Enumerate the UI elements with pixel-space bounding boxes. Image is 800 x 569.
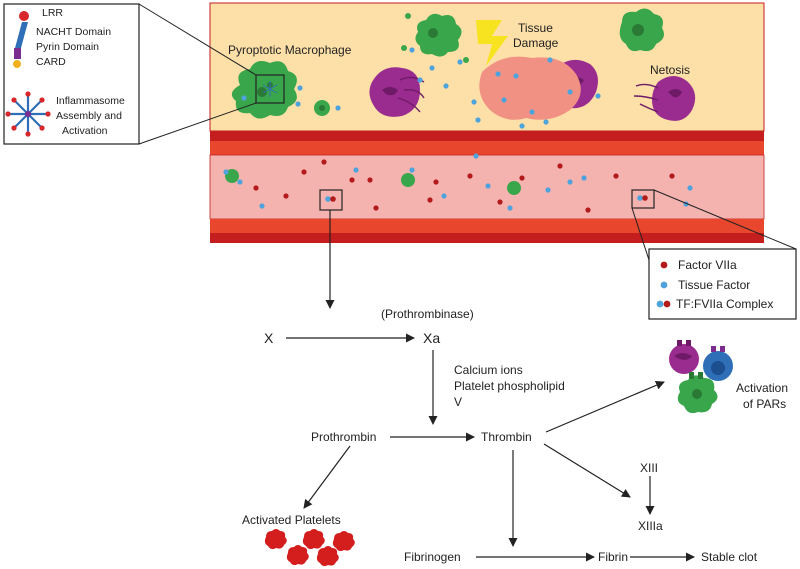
tissue-damage-label-line2: Damage <box>513 36 559 50</box>
label-stable-clot: Stable clot <box>701 550 758 564</box>
pathway-arrows <box>286 210 695 562</box>
legend-nacht: NACHT Domain <box>36 26 111 38</box>
legend-tissue-factor: Tissue Factor <box>678 278 750 292</box>
label-activated-platelets: Activated Platelets <box>242 513 341 527</box>
tissue-panel: Pyroptotic Macrophage <box>209 2 765 243</box>
label-xiii: XIII <box>640 461 658 475</box>
par-cell-blue <box>703 346 733 381</box>
label-xiiia: XIIIa <box>638 519 663 533</box>
label-fibrinogen: Fibrinogen <box>404 550 461 564</box>
inflammasome-legend: LRR NACHT Domain Pyrin Domain CARD Infla… <box>3 3 140 145</box>
complex-swatch-tf <box>656 300 664 308</box>
legend-pyrin: Pyrin Domain <box>36 41 99 53</box>
label-xa: Xa <box>423 330 440 346</box>
label-prothrombinase: (Prothrombinase) <box>381 307 474 321</box>
arrow-prothrombin-to-platelets <box>303 445 351 509</box>
label-pars-line2: of PARs <box>743 397 786 411</box>
label-prothrombin: Prothrombin <box>311 430 376 444</box>
pyroptotic-label: Pyroptotic Macrophage <box>228 43 352 57</box>
par-cells-icon <box>669 340 733 414</box>
arrow-thrombin-to-pars <box>545 380 665 433</box>
activated-platelets-icon <box>264 529 355 567</box>
vessel-wall-top <box>210 131 764 141</box>
label-factor-v: V <box>454 395 462 409</box>
vessel-wall-bottom <box>210 233 764 243</box>
legend-tf-fviia: TF:FVIIa Complex <box>676 297 773 311</box>
tf-fviia-complex-zoom-2 <box>631 189 655 209</box>
par-cell-green <box>677 372 718 414</box>
legend-assembly-line1: Inflammasome <box>56 95 125 107</box>
macrophage-1 <box>415 13 462 57</box>
tissue-damage-area <box>479 56 581 120</box>
lumen-cells <box>225 169 521 195</box>
tissue-factor-swatch <box>660 281 668 289</box>
inflammasome-icon <box>5 91 51 137</box>
tf-fviia-complex-zoom-1 <box>319 189 343 211</box>
label-fibrin: Fibrin <box>598 550 628 564</box>
macrophage-3 <box>314 100 330 116</box>
vessel-wall-top-inner <box>210 141 764 155</box>
macrophage-2 <box>619 8 664 52</box>
zoom-lines-top <box>138 3 257 145</box>
factor-legend: Factor VIIa Tissue Factor TF:FVIIa Compl… <box>648 248 797 320</box>
vessel-wall-bottom-inner <box>210 219 764 233</box>
factor-viia-dots-tissue <box>401 13 469 63</box>
lightning-bolt-icon <box>476 20 508 66</box>
legend-card: CARD <box>36 56 66 68</box>
complex-swatch-viia <box>663 300 671 308</box>
legend-assembly-line2: Assembly and <box>56 110 122 122</box>
legend-factor-viia: Factor VIIa <box>678 258 737 272</box>
label-x: X <box>264 330 274 346</box>
label-pars-line1: Activation <box>736 381 788 395</box>
nlrp3-domain-icon <box>13 11 29 68</box>
netosis-label: Netosis <box>650 63 690 77</box>
factor-viia-dots-lumen <box>253 159 675 213</box>
inflammasome-icon-small <box>262 81 278 97</box>
label-phospholipid: Platelet phospholipid <box>454 379 565 393</box>
zoom-lines-bottom <box>631 189 797 261</box>
legend-assembly-line3: Activation <box>62 125 108 137</box>
factor-legend-box <box>648 248 797 320</box>
legend-lrr: LRR <box>42 7 63 19</box>
label-calcium: Calcium ions <box>454 363 523 377</box>
factor-viia-swatch <box>660 261 668 269</box>
arrow-thrombin-to-xiiia <box>543 443 631 498</box>
tissue-damage-label-line1: Tissue <box>518 21 553 35</box>
par-cell-purple <box>669 340 699 374</box>
neutrophil-3 <box>633 76 696 121</box>
zoom-box-macrophage <box>255 74 285 104</box>
tissue-factor-dots-tissue <box>241 47 601 129</box>
tissue-factor-dots-lumen <box>223 153 693 211</box>
label-thrombin: Thrombin <box>481 430 532 444</box>
